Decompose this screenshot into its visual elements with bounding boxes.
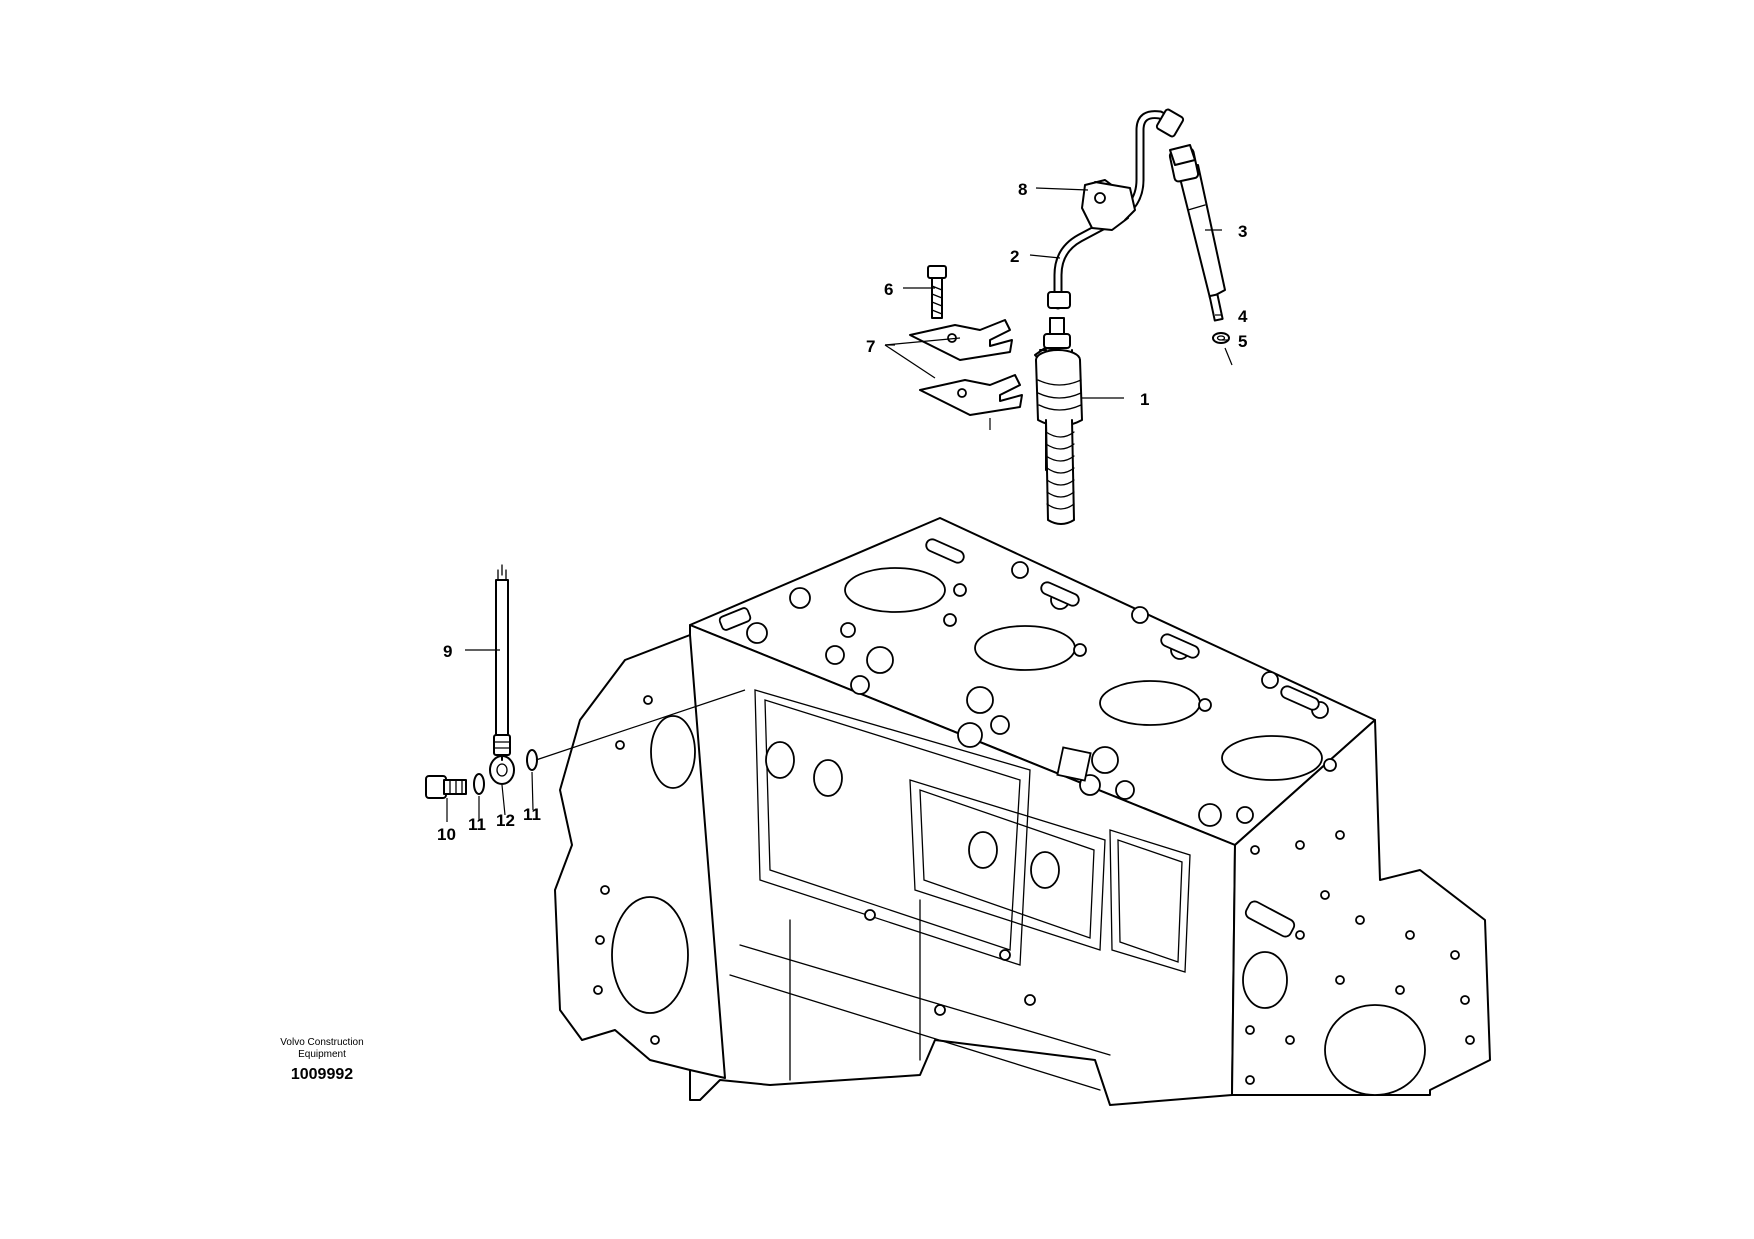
callout-5: 5 [1238, 332, 1247, 351]
callout-3: 3 [1238, 222, 1247, 241]
bolt-and-shims [909, 265, 1023, 416]
injector [1168, 144, 1230, 344]
injection-pump [1034, 317, 1083, 525]
callouts: 1 2 3 4 5 6 7 8 9 10 11 12 11 [437, 180, 1248, 844]
publisher-line-2: Equipment [298, 1049, 346, 1060]
oil-pipe-assembly [425, 564, 538, 799]
drawing-number: 1009992 [290, 1066, 354, 1083]
callout-11-left: 11 [468, 815, 486, 834]
callout-1: 1 [1140, 390, 1149, 409]
leader-lines [446, 187, 1233, 822]
deck-holes [718, 538, 1337, 827]
callout-6: 6 [884, 280, 893, 299]
callout-9: 9 [443, 642, 452, 661]
callout-2: 2 [1010, 247, 1019, 266]
engine-block [554, 517, 1491, 1106]
callout-11-right: 11 [523, 805, 541, 824]
callout-4: 4 [1238, 307, 1248, 326]
callout-8: 8 [1018, 180, 1027, 199]
publisher-credit: Volvo Construction Equipment [262, 1037, 382, 1061]
callout-12: 12 [496, 811, 515, 830]
pipe-clamp [1081, 179, 1136, 231]
publisher-line-1: Volvo Construction [280, 1037, 364, 1048]
callout-7: 7 [866, 337, 875, 356]
callout-10: 10 [437, 825, 456, 844]
